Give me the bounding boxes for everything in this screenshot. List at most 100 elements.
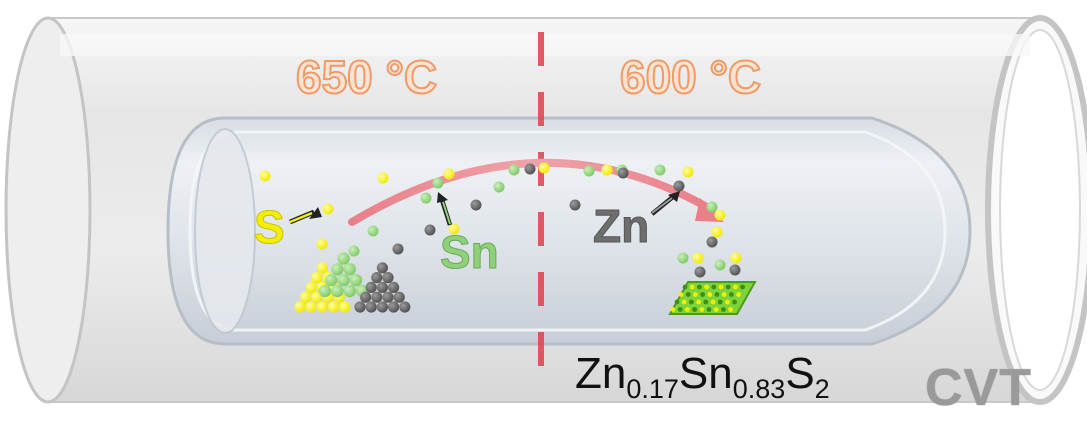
tin-vapor-particle — [706, 201, 718, 213]
zinc-vapor-particle — [729, 264, 741, 276]
crystal-lattice-dot — [704, 284, 709, 290]
method-label: CVT — [925, 359, 1032, 417]
tin-vapor-particle — [583, 165, 595, 177]
sulfur-vapor-particle — [692, 252, 704, 264]
sulfur-particle — [328, 301, 340, 313]
zinc-particle — [376, 281, 388, 293]
formula-sn-subscript: 0.83 — [732, 374, 786, 404]
zinc-vapor-particle — [706, 236, 718, 248]
tin-label: Sn — [440, 226, 499, 278]
right-temperature-label: 600 °C — [620, 51, 761, 103]
crystal-lattice-dot — [732, 299, 737, 305]
sulfur-particle — [294, 301, 306, 313]
zinc-label: Zn — [593, 200, 649, 252]
sulfur-particle — [305, 301, 317, 313]
crystal-lattice-dot — [725, 299, 730, 305]
zinc-particle — [399, 301, 411, 313]
formula-s: S — [785, 349, 815, 398]
sulfur-vapor-particle — [316, 238, 328, 250]
zinc-particle — [388, 301, 400, 313]
crystal-lattice-dot — [699, 307, 705, 312]
sulfur-particle — [300, 291, 312, 303]
zinc-particle — [393, 291, 405, 303]
sulfur-particle — [305, 281, 317, 293]
tin-vapor-particle — [714, 259, 726, 271]
zinc-vapor-particle — [424, 224, 436, 236]
sulfur-vapor-particle — [377, 172, 389, 184]
left-temperature-label: 650 °C — [296, 51, 437, 103]
tin-particle — [337, 273, 350, 287]
crystal-lattice-dot — [733, 284, 738, 290]
tin-vapor-particle — [508, 164, 520, 176]
crystal-lattice-dot — [707, 292, 713, 297]
crystal-lattice-dot — [682, 284, 688, 290]
zinc-vapor-particle — [524, 163, 536, 175]
zinc-vapor-particle — [617, 167, 629, 179]
formula-zn: Zn — [575, 349, 627, 398]
crystal-lattice-dot — [740, 284, 745, 290]
inner-ampoule — [166, 116, 972, 346]
tin-vapor-particle — [493, 181, 505, 193]
sulfur-label: S — [254, 201, 285, 253]
sulfur-particle — [316, 301, 328, 313]
sulfur-vapor-particle — [448, 223, 460, 235]
sulfur-vapor-particle — [443, 168, 455, 180]
crystal-lattice-dot — [721, 292, 727, 297]
crystal-lattice-dot — [711, 284, 717, 290]
sulfur-vapor-particle — [259, 170, 271, 182]
sulfur-particle — [316, 262, 328, 274]
sulfur-vapor-particle — [711, 226, 723, 238]
sulfur-vapor-particle — [601, 164, 613, 176]
crystal-lattice-dot — [670, 307, 676, 312]
product-formula: Zn0.17Sn0.83S2 — [575, 352, 830, 403]
tin-particle — [349, 273, 363, 287]
zinc-vapor-particle — [569, 199, 581, 211]
sulfur-particle — [311, 272, 323, 284]
grown-crystal — [668, 281, 757, 315]
crystal-lattice-dot — [729, 292, 734, 297]
crystal-lattice-dot — [710, 299, 716, 305]
sulfur-particle — [311, 291, 323, 303]
crystal-lattice-dot — [725, 284, 731, 290]
crystal-lattice-dot — [713, 307, 719, 312]
tin-label-group: Sn — [437, 192, 499, 279]
crystal-lattice-dot — [697, 284, 702, 290]
zinc-particle — [360, 291, 372, 303]
tin-vapor-particle — [432, 177, 444, 189]
zinc-particle — [382, 291, 394, 303]
formula-s-subscript: 2 — [814, 374, 830, 404]
sulfur-vapor-particle — [538, 162, 550, 174]
zinc-particle — [365, 281, 377, 293]
crystal-lattice-dot — [721, 307, 726, 312]
zinc-particle — [376, 301, 388, 313]
crystal-lattice-dot — [700, 292, 705, 297]
tin-particle — [343, 284, 356, 298]
tin-particle — [318, 284, 332, 298]
tin-vapor-particle — [420, 192, 432, 204]
sulfur-vapor-particle — [730, 252, 742, 264]
crystal-lattice-dot — [717, 299, 723, 305]
tin-vapor-particle — [348, 245, 360, 257]
zinc-particle — [371, 291, 383, 303]
zinc-vapor-particle — [694, 266, 706, 278]
sulfur-vapor-particle — [714, 209, 726, 221]
crystal-lattice-dot — [728, 307, 733, 312]
crystal-lattice-dot — [706, 307, 712, 312]
crystal-lattice-dot — [678, 292, 684, 297]
crystal-lattice-dot — [703, 299, 709, 305]
tin-particle — [331, 263, 344, 276]
zinc-particle — [382, 272, 394, 284]
crystal-lattice-dot — [692, 307, 697, 312]
crystal-lattice-dot — [685, 307, 690, 312]
crystal-lattice-dot — [689, 299, 694, 305]
crystal-lattice-dot — [677, 307, 683, 312]
crystal-lattice-dot — [718, 284, 724, 290]
crystal-lattice-dot — [693, 292, 698, 297]
zinc-particle — [388, 281, 400, 293]
zinc-particle — [354, 301, 366, 313]
sulfur-label-group: S — [254, 201, 322, 254]
zinc-particle — [365, 301, 377, 313]
formula-zn-subscript: 0.17 — [626, 374, 679, 404]
sulfur-vapor-particle — [322, 203, 334, 215]
